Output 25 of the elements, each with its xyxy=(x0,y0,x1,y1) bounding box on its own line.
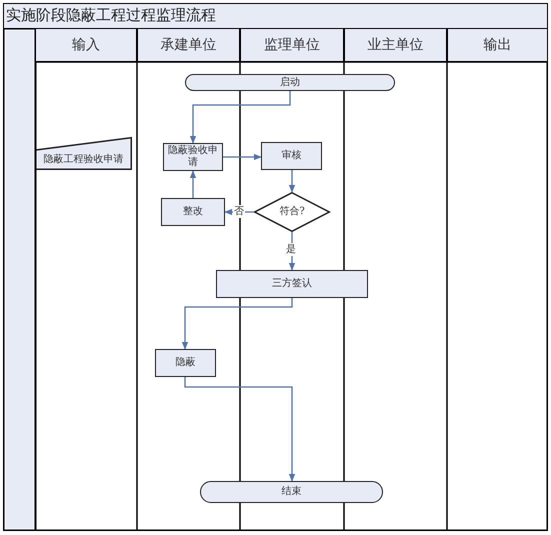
arrow xyxy=(288,232,296,271)
arrow xyxy=(190,170,196,198)
lane-header: 承建单位 xyxy=(137,28,240,62)
arrow xyxy=(223,154,262,160)
lane-header: 业主单位 xyxy=(344,28,447,62)
diagram-title: 实施阶段隐蔽工程过程监理流程 xyxy=(3,3,548,29)
decision-diamond: 符合? xyxy=(254,192,330,232)
arrow xyxy=(224,208,254,216)
arrow xyxy=(190,91,291,144)
process-box: 整改 xyxy=(161,198,225,226)
edge-label: 是 xyxy=(285,243,297,256)
terminal-pill: 启动 xyxy=(185,74,395,91)
process-box: 隐蔽验收申请 xyxy=(163,143,223,171)
process-box: 三方签认 xyxy=(216,270,368,298)
process-box: 隐蔽 xyxy=(155,349,216,377)
edge-label: 否 xyxy=(233,205,245,218)
terminal-pill: 结束 xyxy=(200,481,383,503)
lane-header: 输入 xyxy=(35,28,137,62)
process-box: 审核 xyxy=(261,142,322,170)
arrow xyxy=(182,298,293,350)
arrow xyxy=(184,377,296,482)
manual-input-shape: 隐蔽工程验收申请 xyxy=(35,137,132,170)
arrow xyxy=(288,170,296,193)
lane-header: 输出 xyxy=(447,28,548,62)
lane-header: 监理单位 xyxy=(240,28,344,62)
